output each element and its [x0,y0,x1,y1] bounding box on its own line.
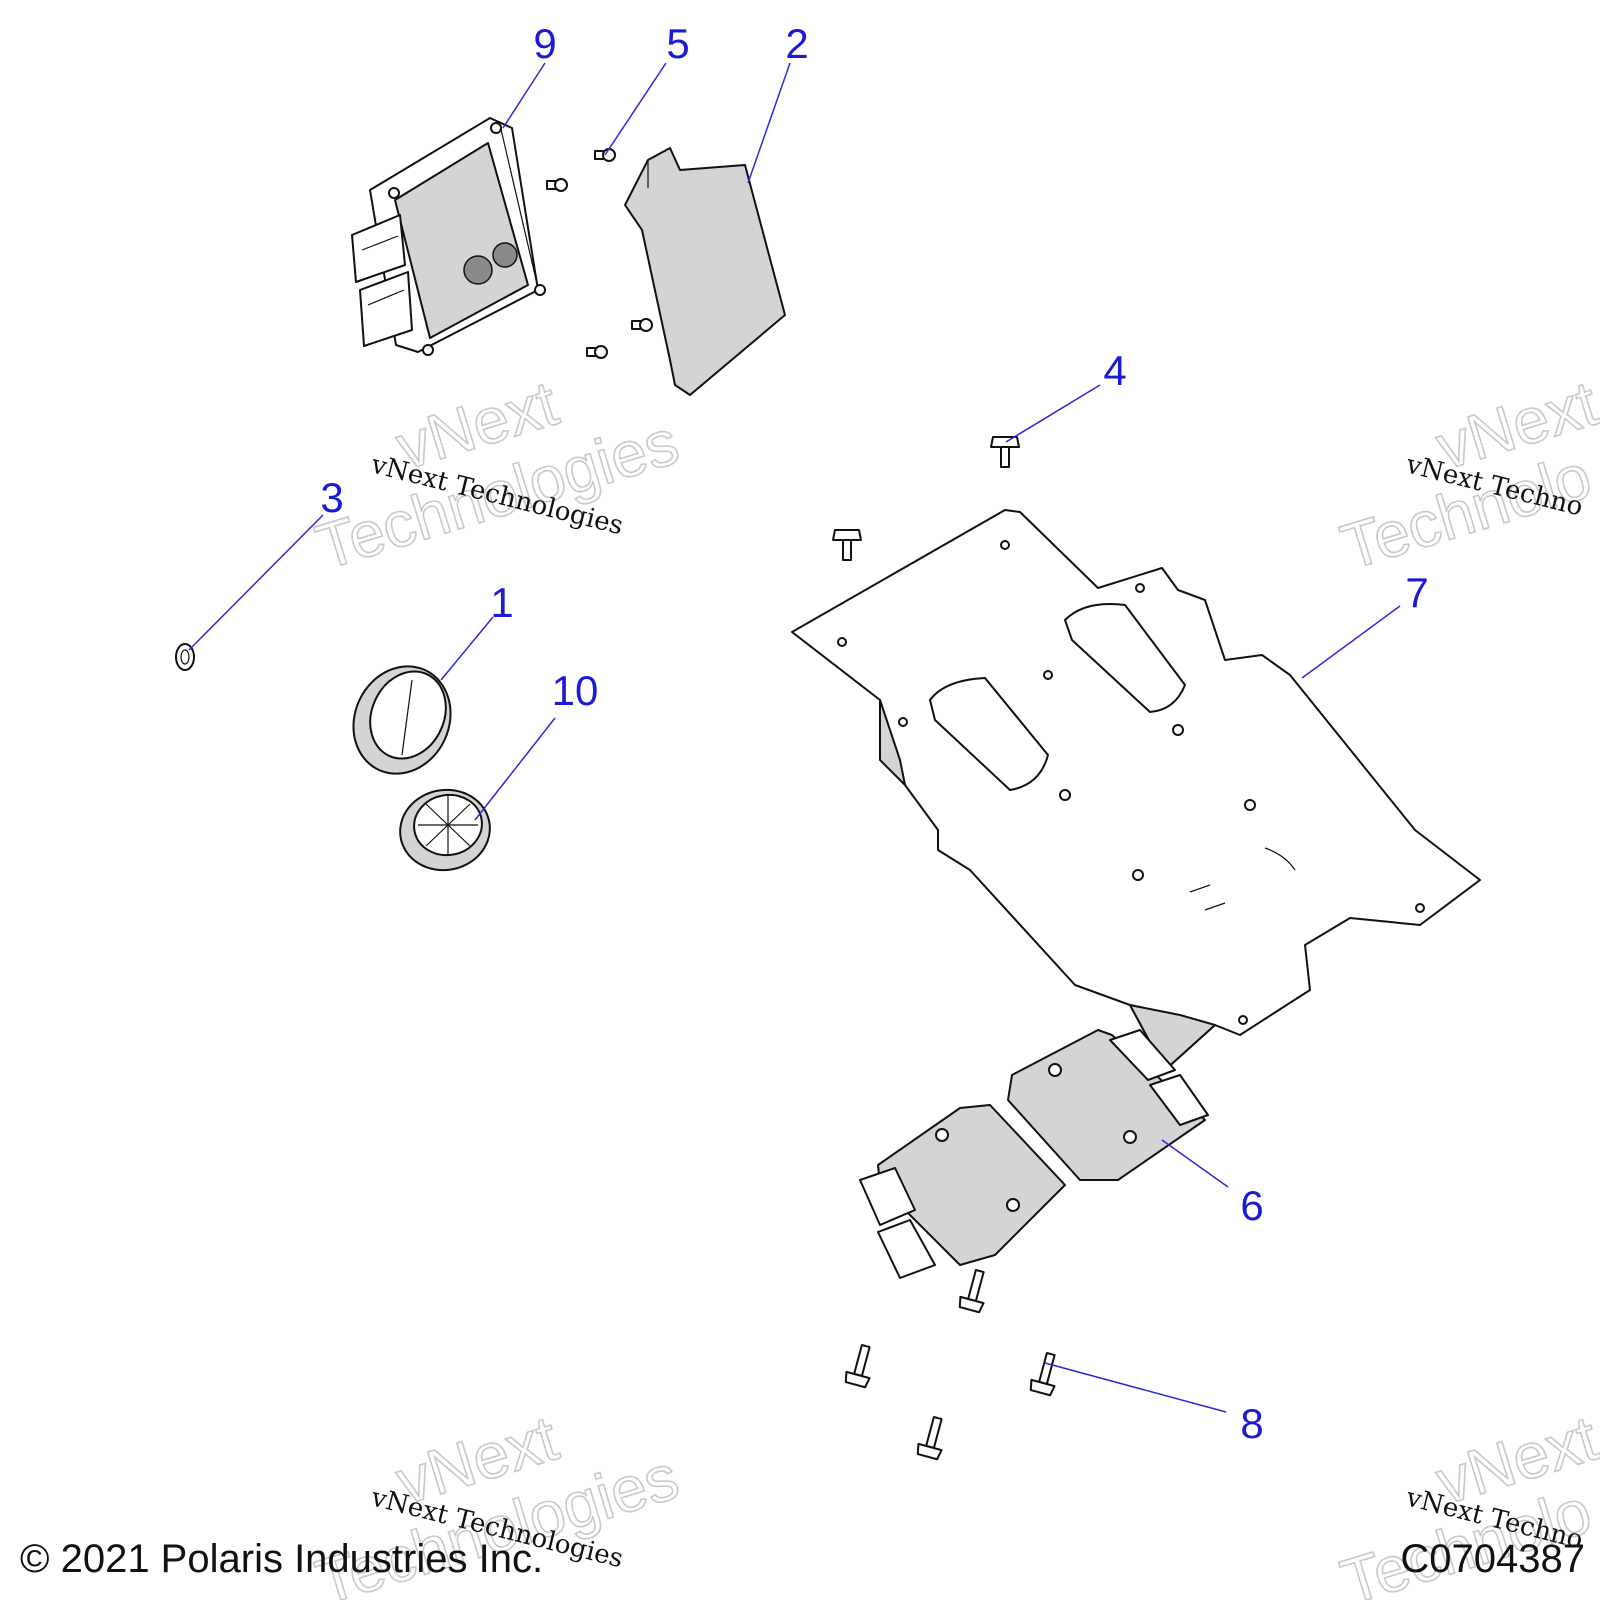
callout-5: 5 [666,20,689,67]
bolts-part-4 [832,436,1020,561]
watermark-top-left: vNext Technologies vNext Technologies [307,366,687,584]
callout-4: 4 [1103,347,1126,394]
grommet-small-part [399,788,491,872]
leader-10 [474,717,556,821]
leader-1 [440,616,494,681]
callout-2: 2 [785,20,808,67]
ecu-module-part [351,117,546,356]
leader-9 [502,62,546,129]
callout-6: 6 [1240,1182,1263,1229]
grommet-large-part [352,665,452,775]
callout-9: 9 [533,20,556,67]
control-modules-part [859,1029,1209,1279]
callout-10: 10 [552,667,599,714]
clip-part [175,643,195,671]
leader-8 [1044,1362,1227,1413]
cover-bracket-part [624,147,786,396]
leader-3 [188,514,324,651]
leader-6 [1161,1139,1229,1188]
callout-labels: 9 5 2 4 3 1 10 7 6 8 [320,20,1428,1447]
leader-lines [188,62,1401,1413]
callout-7: 7 [1405,569,1428,616]
leader-5 [604,62,667,156]
leader-4 [1005,384,1101,443]
callout-3: 3 [320,474,343,521]
leader-2 [747,62,791,184]
screws-part-5 [546,148,653,359]
bolts-part-8 [844,1268,1056,1461]
leader-7 [1301,605,1401,679]
diagram-code: C0704387 [1400,1537,1585,1581]
mounting-plate-part [791,509,1481,1071]
copyright-text: © 2021 Polaris Industries Inc. [20,1537,543,1581]
watermark-top-right: vNext Technolo vNext Techno [1332,366,1600,584]
callout-8: 8 [1240,1400,1263,1447]
callout-1: 1 [490,579,513,626]
